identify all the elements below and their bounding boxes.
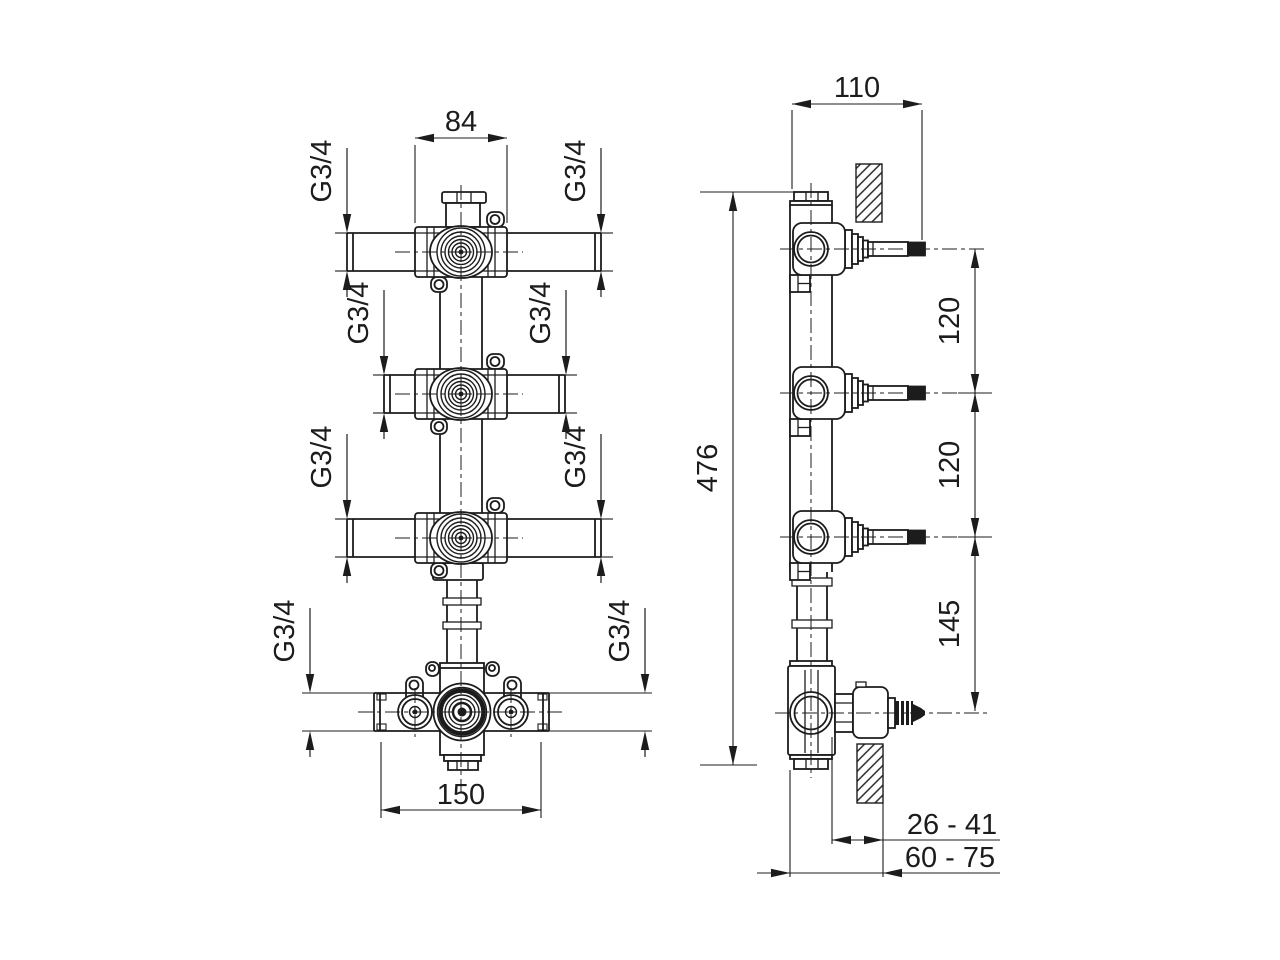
thread-label-row1-right: G3/4 xyxy=(560,140,592,203)
thread-label-row3-left: G3/4 xyxy=(306,426,338,489)
dim-depth xyxy=(791,99,923,240)
dim-valve-width xyxy=(414,133,508,223)
front-centerlines xyxy=(358,185,565,792)
side-view: 110 476 120 120 145 xyxy=(692,72,1000,878)
thread-label-row1-left: G3/4 xyxy=(306,140,338,203)
dim-valve-width-label: 84 xyxy=(445,106,477,138)
wall-sections xyxy=(855,163,884,804)
wall-hatch-bottom xyxy=(856,743,884,804)
dim-wall-depth-inner-label: 26 - 41 xyxy=(907,809,997,841)
front-mixer xyxy=(302,661,652,771)
dim-spacing-chain xyxy=(958,248,992,712)
thread-label-row2-left: G3/4 xyxy=(343,282,375,345)
dim-inlet-spacing-label: 150 xyxy=(437,779,485,811)
dim-overall-height-label: 476 xyxy=(692,444,724,492)
side-centerlines xyxy=(775,183,990,778)
dim-overall-height xyxy=(700,191,795,766)
dim-spacing-1-label: 120 xyxy=(934,297,966,345)
dim-wall-depth-outer-label: 60 - 75 xyxy=(905,842,995,874)
dim-wall-depth-outer xyxy=(757,770,1000,878)
thread-label-mixer-left: G3/4 xyxy=(269,600,301,663)
dim-wall-depth-inner xyxy=(831,737,1000,877)
thread-callouts: G3/4 G3/4 G3/4 G3/4 G3/4 G3/4 G3/4 G3/4 xyxy=(269,140,649,757)
front-pipes xyxy=(335,232,613,558)
thread-label-row2-right: G3/4 xyxy=(525,282,557,345)
thread-label-row3-right: G3/4 xyxy=(560,426,592,489)
dim-depth-label: 110 xyxy=(834,72,880,104)
front-view: 84 150 G3/4 G3/4 G3/4 G3/4 G3/4 G3/4 xyxy=(269,106,652,818)
wall-hatch-top xyxy=(855,163,883,223)
dim-inlet-spacing xyxy=(380,742,542,818)
dim-spacing-2-label: 120 xyxy=(934,441,966,489)
thread-label-mixer-right: G3/4 xyxy=(604,600,636,663)
dim-mixer-spacing-label: 145 xyxy=(934,600,966,648)
